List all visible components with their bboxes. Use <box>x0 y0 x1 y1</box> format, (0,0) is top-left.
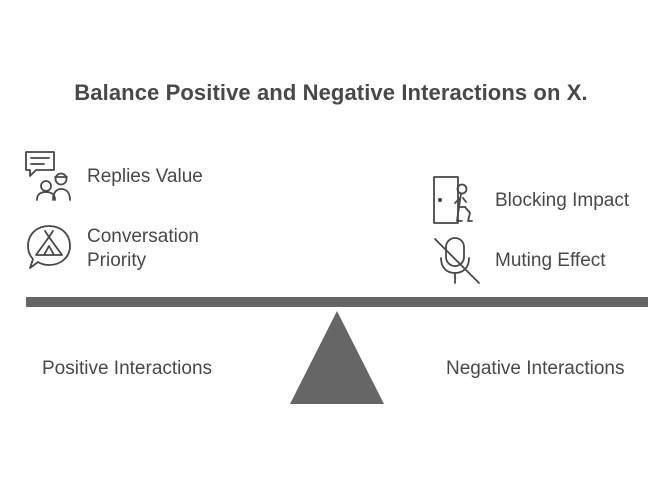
conversation-priority-label-line2: Priority <box>87 250 147 271</box>
conversation-priority-label-line1: Conversation <box>87 226 199 247</box>
conversation-tent-icon <box>24 222 74 274</box>
replies-value-label: Replies Value <box>87 166 203 187</box>
muting-effect-label: Muting Effect <box>495 250 606 271</box>
blocking-impact-label: Blocking Impact <box>495 190 630 211</box>
positive-interactions-label: Positive Interactions <box>42 358 213 379</box>
diagram-title: Balance Positive and Negative Interactio… <box>74 80 588 105</box>
balance-beam <box>26 297 648 307</box>
negative-interactions-label: Negative Interactions <box>446 358 625 379</box>
person-pushing-door-icon <box>432 175 484 227</box>
chat-people-icon <box>24 150 74 202</box>
fulcrum-triangle <box>290 311 384 409</box>
muted-microphone-icon <box>432 236 482 286</box>
